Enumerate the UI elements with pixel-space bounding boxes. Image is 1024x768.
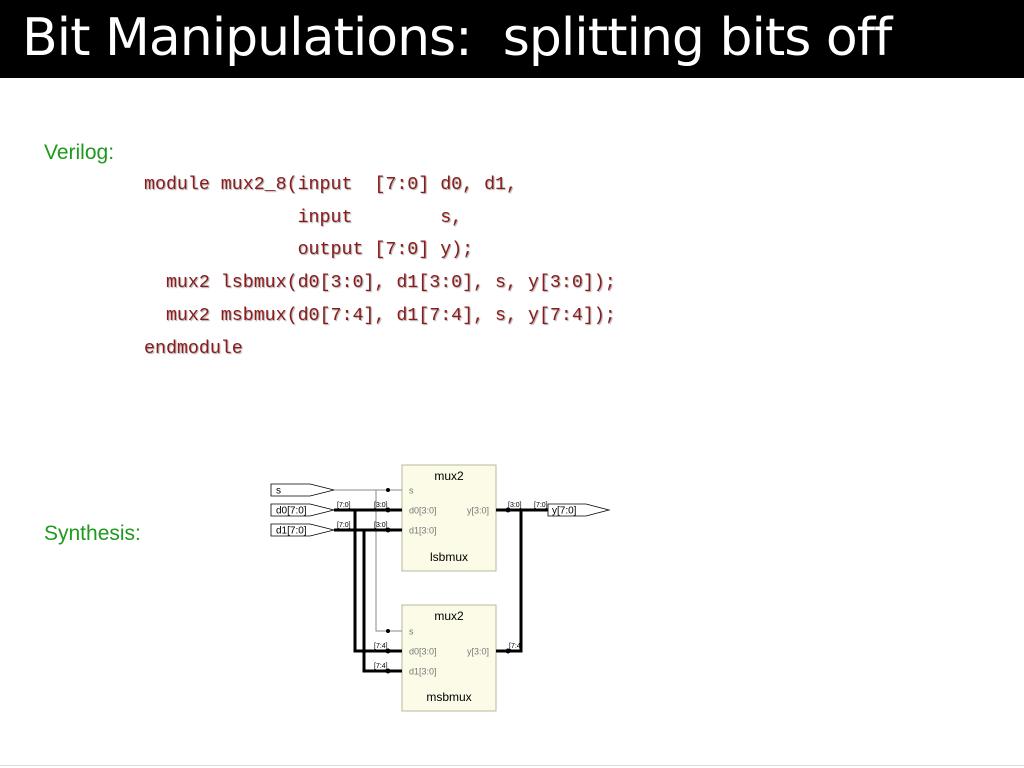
msbmux-type-label: mux2 xyxy=(434,609,464,623)
s-input-port xyxy=(270,483,335,497)
d0-port-label: d0[7:0] xyxy=(276,506,307,517)
footer-divider xyxy=(0,765,1024,766)
bus-label: [3:0] xyxy=(374,502,388,509)
msbmux-d0-pin: d0[3:0] xyxy=(409,647,437,657)
bus-label: [7:4] xyxy=(374,643,388,650)
synthesis-label: Synthesis: xyxy=(44,522,141,545)
code-line: module mux2_8(input [7:0] d0, d1, xyxy=(144,175,517,195)
msbmux-instance-label: msbmux xyxy=(426,690,471,704)
title-bar: Bit Manipulations: splitting bits off xyxy=(0,0,1024,78)
d1-port-label: d1[7:0] xyxy=(276,526,307,537)
lsbmux-block xyxy=(401,464,497,572)
code-line: endmodule xyxy=(144,338,243,359)
code-line: output [7:0] y); xyxy=(144,240,474,261)
msbmux-block xyxy=(401,604,497,712)
bus-label: [7:0] xyxy=(337,502,351,509)
d0-input-port xyxy=(270,503,335,517)
y-output-port xyxy=(547,503,611,517)
y-port-label: y[7:0] xyxy=(552,506,577,517)
bus-label: [7:4] xyxy=(374,663,388,670)
lsbmux-instance-label: lsbmux xyxy=(430,550,468,564)
bus-label: [7:0] xyxy=(337,522,351,529)
bus-label: [7:0] xyxy=(534,502,548,509)
code-line: mux2 lsbmux(d0[3:0], d1[3:0], s, y[3:0])… xyxy=(144,273,616,294)
bus-label: [3:0] xyxy=(508,502,522,509)
slide-title: Bit Manipulations: splitting bits off xyxy=(22,8,892,68)
lsbmux-s-pin: s xyxy=(409,486,414,496)
bus-label: [7:4] xyxy=(509,643,523,650)
verilog-code-block: module mux2_8(input [7:0] d0, d1, input … xyxy=(144,169,616,365)
msbmux-y-pin: y[3:0] xyxy=(467,647,489,657)
lsbmux-d0-pin: d0[3:0] xyxy=(409,506,437,516)
verilog-label: Verilog: xyxy=(44,141,115,164)
lsbmux-y-pin: y[3:0] xyxy=(467,506,489,516)
lsbmux-d1-pin: d1[3:0] xyxy=(409,526,437,536)
bus-label: [3:0] xyxy=(374,522,388,529)
s-port-label: s xyxy=(276,486,281,497)
msbmux-d1-pin: d1[3:0] xyxy=(409,667,437,677)
code-line: mux2 msbmux(d0[7:4], d1[7:4], s, y[7:4])… xyxy=(144,305,616,326)
lsbmux-type-label: mux2 xyxy=(434,469,464,483)
msbmux-s-pin: s xyxy=(409,627,414,637)
d1-input-port xyxy=(270,523,335,537)
code-line: input s, xyxy=(144,207,463,228)
